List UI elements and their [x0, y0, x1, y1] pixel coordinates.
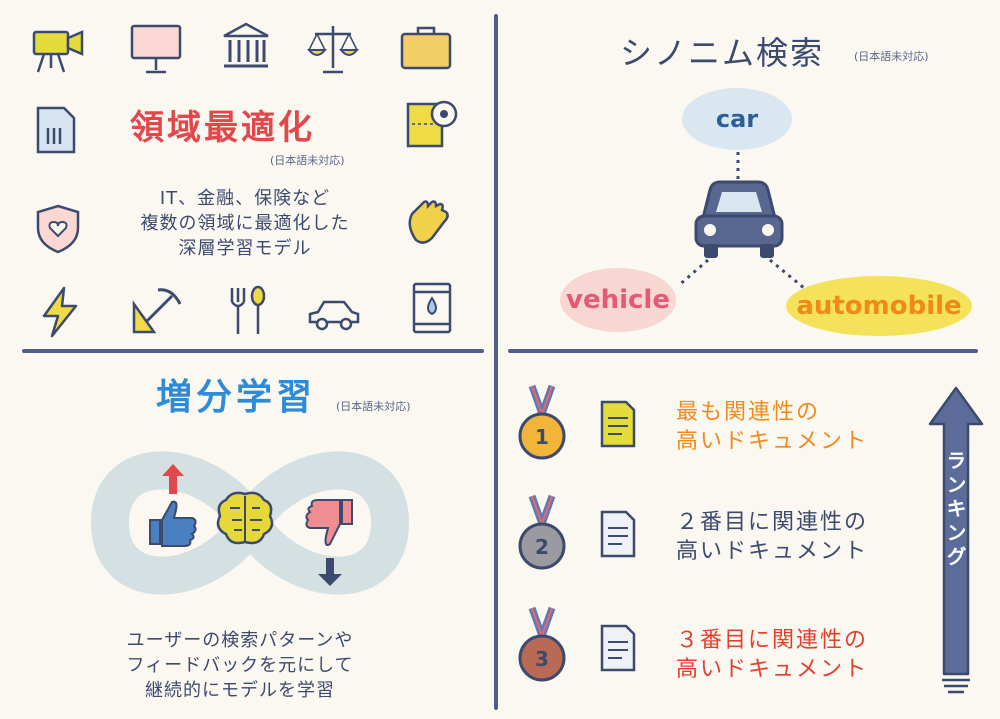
medal-number: 3 [535, 647, 549, 671]
silver-medal-icon: 2 [518, 494, 566, 570]
document-icon [600, 400, 636, 448]
ranking-line: 高いドキュメント [676, 539, 869, 564]
synonym-word-automobile: automobile [786, 276, 972, 336]
ranking-arrow [928, 386, 984, 694]
synonym-connectors [677, 144, 805, 290]
ranking-line: 高いドキュメント [676, 429, 869, 454]
bronze-medal-icon: 3 [518, 606, 566, 682]
document-icon [600, 510, 636, 558]
clapping-hands-icon [408, 200, 449, 244]
ranking-item-1: 最も関連性の 高いドキュメント [676, 398, 868, 456]
document-icon [600, 624, 636, 672]
down-arrow-icon [318, 558, 342, 586]
up-arrow-icon [162, 464, 184, 494]
ranking-line: 最も関連性の [676, 400, 821, 425]
ranking-item-2: ２番目に関連性の 高いドキュメント [676, 508, 868, 566]
domain-optimization-description: IT、金融、保険など 複数の領域に最適化した 深層学習モデル [100, 186, 390, 261]
monitor-icon [130, 24, 182, 74]
document-icon [36, 106, 76, 154]
ranking-line: ３番目に関連性の [676, 628, 869, 653]
video-camera-icon [32, 30, 84, 73]
lightning-icon [42, 286, 78, 338]
vertical-divider [494, 14, 498, 710]
paper-roll-icon [406, 100, 458, 148]
domain-optimization-title: 領域最適化 [130, 108, 315, 148]
bank-icon [223, 22, 269, 68]
thumbs-down-icon [305, 499, 353, 546]
thumbs-up-icon [149, 500, 197, 547]
medal-number: 2 [535, 535, 549, 559]
description-line: ユーザーの検索パターンや [126, 630, 354, 651]
synonym-search-title: シノニム検索 [620, 34, 825, 72]
ranking-line: ２番目に関連性の [676, 510, 869, 535]
scales-icon [306, 26, 360, 74]
ranking-line: 高いドキュメント [676, 657, 869, 682]
domain-optimization-note: (日本語未対応) [270, 154, 345, 167]
shield-heart-icon [36, 204, 80, 254]
synonym-search-note: (日本語未対応) [854, 50, 929, 63]
synonym-word-car: car [682, 88, 792, 150]
car-outline-icon [308, 300, 360, 331]
right-horizontal-divider [508, 349, 978, 353]
incremental-learning-title: 増分学習 [156, 377, 317, 418]
description-line: フィードバックを元にして [126, 655, 354, 676]
oil-barrel-icon [412, 282, 452, 334]
car-icon [694, 180, 784, 258]
description-line: 継続的にモデルを学習 [145, 680, 335, 701]
medal-number: 1 [535, 425, 549, 449]
gold-medal-icon: 1 [518, 384, 566, 460]
description-line: IT、金融、保険など [159, 188, 331, 209]
ranking-item-3: ３番目に関連性の 高いドキュメント [676, 626, 868, 684]
description-line: 深層学習モデル [178, 238, 312, 259]
brain-icon [216, 491, 274, 545]
briefcase-icon [400, 26, 452, 70]
synonym-word-vehicle: vehicle [560, 268, 676, 332]
left-horizontal-divider [22, 349, 484, 353]
ranking-label: ランキング [943, 450, 967, 570]
description-line: 複数の領域に最適化した [140, 213, 350, 234]
fork-spoon-icon [230, 285, 266, 334]
pickaxe-icon [132, 288, 182, 334]
incremental-learning-description: ユーザーの検索パターンや フィードバックを元にして 継続的にモデルを学習 [70, 628, 410, 703]
incremental-learning-note: (日本語未対応) [336, 400, 411, 413]
